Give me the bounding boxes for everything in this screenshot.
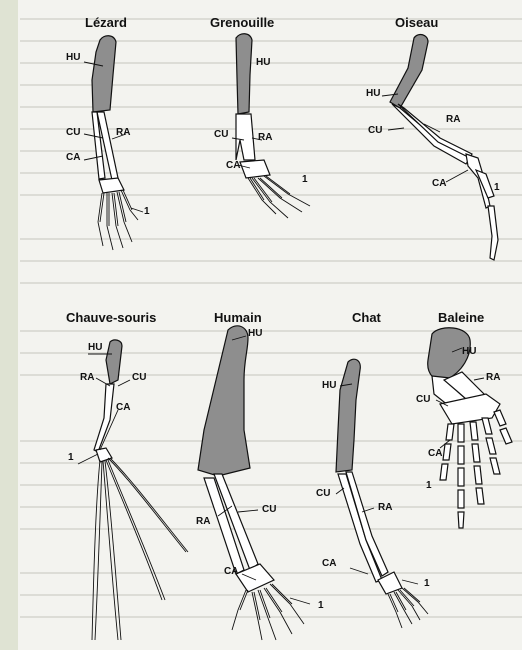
humain-digit-1-label: 1 [318, 600, 324, 611]
baleine-title: Baleine [438, 310, 484, 325]
oiseau-ca-label: CA [432, 178, 446, 189]
humain-hu-label: HU [248, 328, 262, 339]
humain-limb [198, 326, 310, 640]
chat-ra-label: RA [378, 502, 392, 513]
humain-cu-label: CU [262, 504, 276, 515]
oiseau-title: Oiseau [395, 15, 438, 30]
chauve-souris-ra-label: RA [80, 372, 94, 383]
grenouille-digit-1-label: 1 [302, 174, 308, 185]
chauve-souris-title: Chauve-souris [66, 310, 156, 325]
lezard-ca-label: CA [66, 152, 80, 163]
baleine-ca-label: CA [428, 448, 442, 459]
baleine-phalanges [440, 410, 512, 528]
oiseau-digit-1-label: 1 [494, 182, 500, 193]
lezard-ra-label: RA [116, 127, 130, 138]
lezard-hu-label: HU [66, 52, 80, 63]
chauve-souris-digit-1-label: 1 [68, 452, 74, 463]
chat-limb [336, 359, 428, 628]
grenouille-cu-label: CU [214, 129, 228, 140]
grenouille-ra-label: RA [258, 132, 272, 143]
lezard-digit-1-label: 1 [144, 206, 150, 217]
grenouille-title: Grenouille [210, 15, 274, 30]
grenouille-limb [232, 34, 310, 218]
lezard-title: Lézard [85, 15, 127, 30]
oiseau-cu-label: CU [368, 125, 382, 136]
grenouille-hu-label: HU [256, 57, 270, 68]
oiseau-limb [382, 35, 498, 260]
chat-digit-1-label: 1 [424, 578, 430, 589]
grenouille-ca-label: CA [226, 160, 240, 171]
humain-title: Humain [214, 310, 262, 325]
chauve-souris-limb [78, 340, 188, 640]
baleine-digit-1-label: 1 [426, 480, 432, 491]
chauve-souris-cu-label: CU [132, 372, 146, 383]
chat-ca-label: CA [322, 558, 336, 569]
oiseau-ra-label: RA [446, 114, 460, 125]
chat-hu-label: HU [322, 380, 336, 391]
baleine-hu-label: HU [462, 346, 476, 357]
chat-cu-label: CU [316, 488, 330, 499]
lezard-cu-label: CU [66, 127, 80, 138]
baleine-ra-label: RA [486, 372, 500, 383]
humain-ra-label: RA [196, 516, 210, 527]
humain-ca-label: CA [224, 566, 238, 577]
chauve-souris-ca-label: CA [116, 402, 130, 413]
chauve-souris-hu-label: HU [88, 342, 102, 353]
oiseau-hu-label: HU [366, 88, 380, 99]
baleine-limb [428, 328, 512, 528]
chat-title: Chat [352, 310, 381, 325]
baleine-cu-label: CU [416, 394, 430, 405]
lezard-limb [84, 36, 143, 250]
